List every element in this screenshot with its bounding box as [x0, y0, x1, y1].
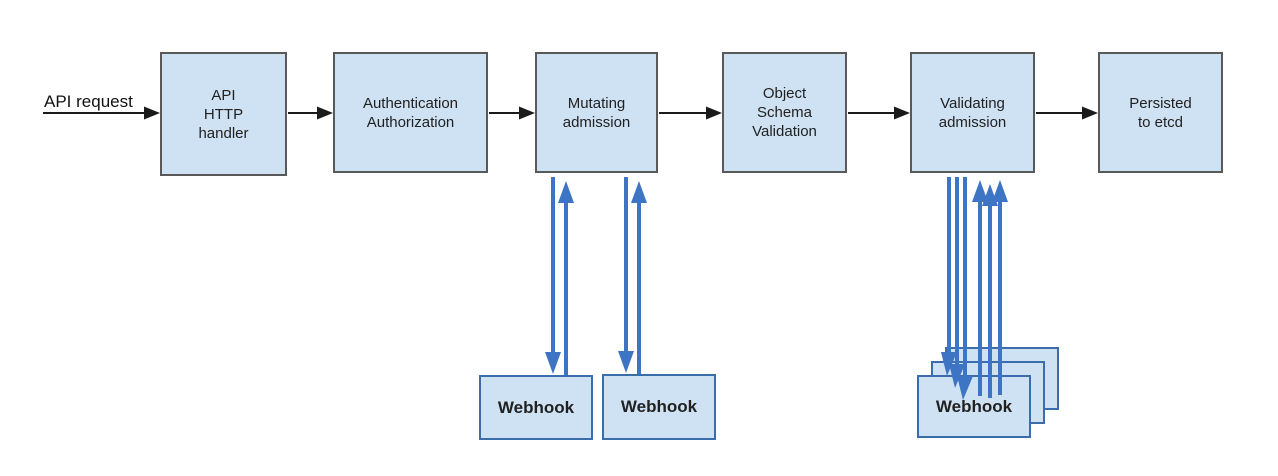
- mutating-webhook1-return-arrow: [558, 181, 574, 375]
- node-label-line: Authorization: [366, 113, 455, 131]
- node-label-line: to etcd: [1137, 113, 1184, 131]
- arrowhead-up-icon: [631, 181, 647, 203]
- node-label-line: Schema: [756, 104, 813, 121]
- node-persisted-to-etcd: Persisted to etcd: [1098, 52, 1223, 173]
- node-label-line: Persisted: [1129, 94, 1192, 112]
- arrowhead-right-icon: [317, 106, 333, 120]
- node-label-line: Authentication: [362, 94, 459, 112]
- mutating-webhook-box-2: Webhook: [602, 374, 716, 440]
- flow-arrow-validating-to-etcd: [1036, 106, 1098, 120]
- webhook-label: Webhook: [620, 397, 698, 416]
- mutating-webhook2-return-arrow: [631, 181, 647, 374]
- mutating-webhook-box-1: Webhook: [479, 375, 593, 440]
- arrowhead-right-icon: [144, 106, 160, 120]
- node-label-line: Mutating: [567, 94, 626, 112]
- arrowhead-down-icon: [545, 352, 561, 374]
- node-label-line: Object: [762, 85, 807, 102]
- node-label-line: admission: [562, 113, 631, 131]
- node-api-http-handler: API HTTP handler: [160, 52, 287, 176]
- mutating-webhook1-call-arrow: [545, 177, 561, 374]
- node-object-schema-validation: Object Schema Validation: [722, 52, 847, 173]
- node-label-line: admission: [938, 113, 1007, 131]
- arrowhead-right-icon: [706, 106, 722, 120]
- node-mutating-admission: Mutating admission: [535, 52, 658, 173]
- node-validating-admission: Validating admission: [910, 52, 1035, 173]
- node-label-line: HTTP: [203, 105, 244, 123]
- node-label-line: handler: [198, 124, 249, 142]
- webhook-label: Webhook: [935, 396, 1013, 416]
- arrowhead-up-icon: [972, 180, 988, 202]
- arrowhead-right-icon: [1082, 106, 1098, 120]
- flow-arrow-handler-to-auth: [288, 106, 333, 120]
- node-label-line: API: [211, 86, 236, 104]
- validating-webhook-box-front: Webhook: [917, 375, 1031, 438]
- arrowhead-up-icon: [982, 184, 998, 206]
- arrowhead-right-icon: [519, 106, 535, 120]
- mutating-webhook2-call-arrow: [618, 177, 634, 373]
- node-authentication-authorization: Authentication Authorization: [333, 52, 488, 173]
- flow-arrow-schema-to-validating: [848, 106, 910, 120]
- webhook-label: Webhook: [497, 397, 575, 417]
- arrowhead-up-icon: [992, 180, 1008, 202]
- arrowhead-down-icon: [618, 351, 634, 373]
- flow-arrow-mutating-to-schema: [659, 106, 722, 120]
- node-label-line: Validating: [940, 94, 1005, 112]
- node-label-line: Validation: [752, 123, 817, 140]
- flow-arrow-auth-to-mutating: [489, 106, 535, 120]
- api-request-label: API request: [44, 92, 133, 111]
- arrowhead-up-icon: [558, 181, 574, 203]
- arrowhead-right-icon: [894, 106, 910, 120]
